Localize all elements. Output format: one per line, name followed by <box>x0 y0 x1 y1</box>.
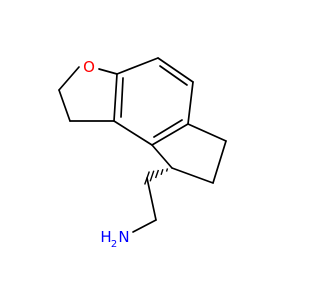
bond-c8b-c7a <box>113 73 118 122</box>
bond-c8a-c8b <box>113 120 153 146</box>
bond-o-c2 <box>58 66 80 91</box>
bond-c4-c8 <box>171 167 214 184</box>
bond-ch2-n <box>132 219 157 233</box>
bond-c7a-c7 <box>116 57 159 75</box>
bond-c6-c5a <box>187 81 194 125</box>
bond-c2-c3 <box>58 89 71 122</box>
bond-c5-c4 <box>212 140 227 184</box>
bond-ch2-ch2 <box>146 177 157 221</box>
amine-h-label: H <box>100 228 111 246</box>
nitrogen-atom-label: N <box>118 228 129 246</box>
aromatic-inner-c8b-c7a <box>120 77 124 118</box>
structure-canvas: O H 2 N <box>58 57 227 250</box>
bond-c7a-o <box>98 68 118 75</box>
hashed-wedge-bond <box>144 168 169 185</box>
molecule-structure: O H 2 N <box>58 57 227 250</box>
amine-h-subscript: 2 <box>111 239 117 250</box>
aromatic-inner-c7-c6 <box>159 65 188 86</box>
oxygen-atom-label: O <box>83 58 95 76</box>
bond-c5a-c8a <box>151 123 189 146</box>
bond-c8-c8a <box>151 144 173 169</box>
aromatic-inner-c5a-c8a <box>153 119 183 138</box>
bond-c5a-c5 <box>187 123 227 142</box>
bond-c7-c6 <box>157 57 194 83</box>
